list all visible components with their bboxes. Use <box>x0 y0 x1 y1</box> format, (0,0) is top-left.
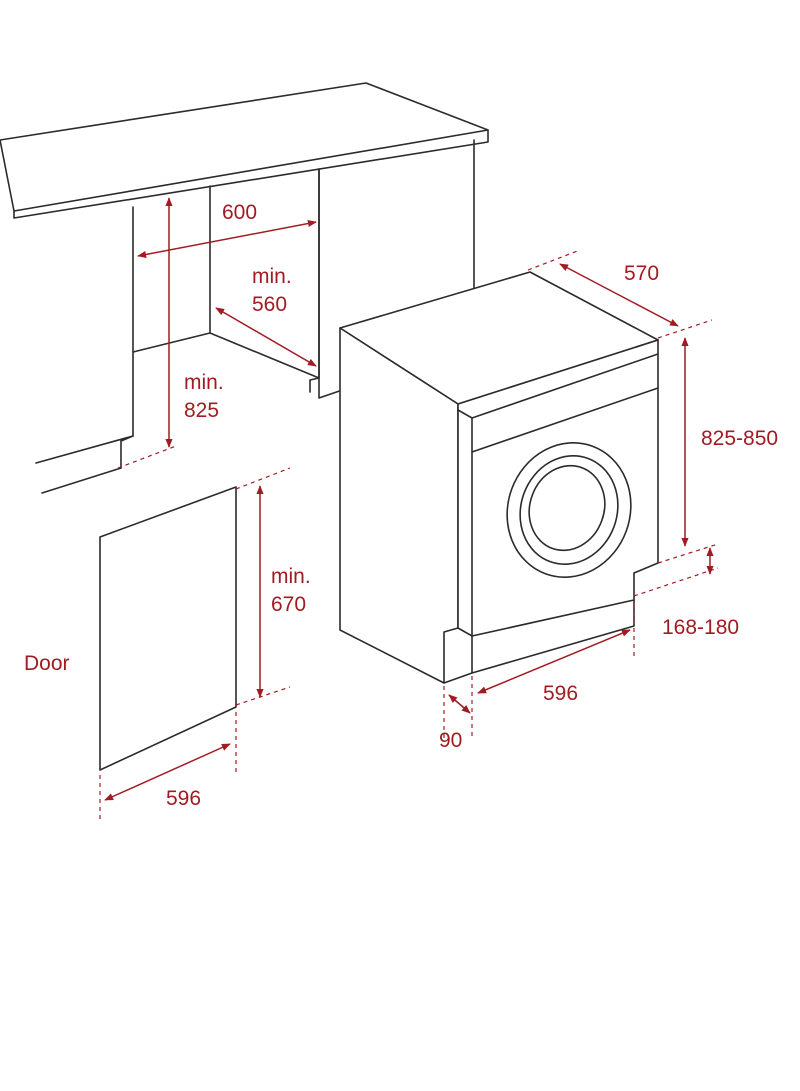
label-plinth-height: 168-180 <box>662 616 740 639</box>
dim-niche-depth <box>215 307 317 367</box>
cabinet-niche <box>0 82 489 494</box>
dimensions <box>99 197 719 822</box>
label-appliance-depth: 570 <box>624 262 660 285</box>
label-niche-depth-min: min. <box>252 265 292 288</box>
left-cabinet <box>35 206 134 464</box>
machine-front <box>457 339 659 637</box>
label-appliance-width: 596 <box>543 682 579 705</box>
dim-appliance-depth <box>559 263 679 327</box>
porthole <box>506 441 632 579</box>
label-plinth-depth: 90 <box>439 729 463 752</box>
label-door-height-min: min. <box>271 565 311 588</box>
dim-plinth-depth <box>448 694 471 714</box>
label-niche-depth-value: 560 <box>252 293 288 316</box>
door-outline <box>99 486 237 771</box>
dim-appliance-width <box>477 629 631 694</box>
worktop <box>0 82 489 219</box>
label-niche-width: 600 <box>222 201 258 224</box>
dim-niche-width <box>137 219 317 259</box>
label-door-height-value: 670 <box>271 593 307 616</box>
label-appliance-height: 825-850 <box>701 427 779 450</box>
dim-door-width <box>104 743 231 801</box>
label-door: Door <box>24 652 70 675</box>
washing-machine <box>339 271 659 684</box>
label-niche-height-value: 825 <box>184 399 220 422</box>
label-door-width: 596 <box>166 787 202 810</box>
label-niche-height-min: min. <box>184 371 224 394</box>
door-panel <box>99 486 237 771</box>
